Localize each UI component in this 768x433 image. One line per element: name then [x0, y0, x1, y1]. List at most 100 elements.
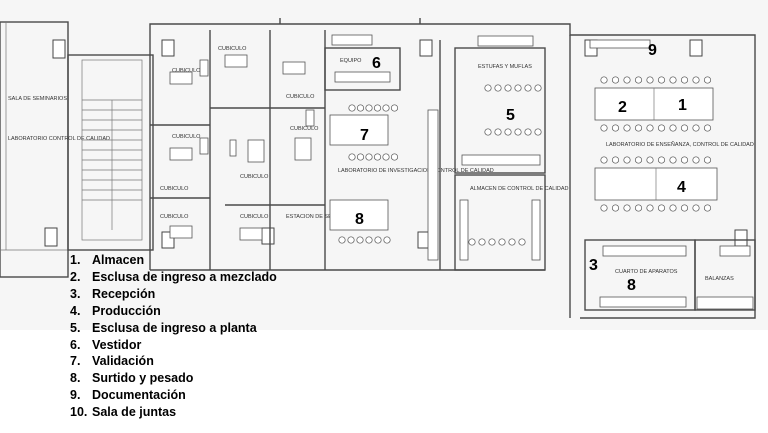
stool-icon [347, 236, 355, 244]
stool-icon [338, 236, 346, 244]
stool-icon [611, 124, 620, 132]
legend-number: 8. [70, 371, 81, 386]
stool-icon [484, 128, 492, 136]
cubicle-label-5: CUBICULO [290, 126, 319, 132]
marker-7: 7 [360, 127, 369, 144]
research-lab-label: LABORATORIO DE INVESTIGACION CONTROL DE … [338, 168, 494, 174]
staircase [67, 54, 154, 251]
legend-item: 3. Recepción [70, 286, 277, 303]
legend-label: Almacen [92, 253, 145, 267]
stool-icon [514, 84, 522, 92]
stool-icon [365, 104, 373, 112]
stool-icon [703, 76, 712, 84]
stool-icon [692, 204, 700, 212]
stool-icon [383, 236, 391, 244]
stool-icon [611, 156, 620, 164]
legend-label: Recepción [92, 286, 156, 301]
stool-icon [623, 76, 631, 84]
legend-item: 5.Esclusa de ingreso a planta [70, 320, 277, 337]
cubicle-label-7: CUBICULO [160, 186, 189, 192]
legend-number: 3. [70, 286, 81, 301]
legend-label: Producción [92, 303, 161, 318]
legend-item: 9.Documentación [70, 387, 277, 404]
marker-3: 3 [589, 257, 598, 274]
stool-icon [611, 76, 620, 84]
marker-8-a: 8 [355, 211, 364, 228]
stool-icon [373, 153, 382, 161]
legend-number: 4. [70, 303, 81, 318]
marker-9: 9 [648, 42, 657, 59]
stool-icon [646, 156, 654, 164]
legend-label: Validación [92, 354, 154, 369]
legend-label: Vestidor [92, 337, 142, 352]
stool-icon [518, 238, 526, 246]
stool-icon [692, 124, 700, 132]
stool-icon [504, 128, 512, 136]
stool-icon [703, 156, 712, 164]
marker-2: 2 [618, 99, 627, 116]
legend-item: 4. Producción [70, 303, 277, 320]
balanzas-label: BALANZAS [705, 276, 734, 282]
stool-icon [646, 204, 654, 212]
stool-icon [634, 156, 643, 164]
stool-icon [382, 153, 390, 161]
stool-icon [680, 124, 689, 132]
almacen-cc-label: ALMACEN DE CONTROL DE CALIDAD [470, 186, 569, 192]
equipo-label: EQUIPO [340, 58, 362, 64]
stool-icon [504, 84, 512, 92]
stool-icon [634, 204, 643, 212]
stool-icon [623, 124, 631, 132]
stool-icon [348, 153, 356, 161]
stool-icon [382, 104, 390, 112]
stool-icon [669, 204, 677, 212]
estufas-label: ESTUFAS Y MUFLAS [478, 64, 532, 70]
cubicles: CUBICULO CUBICULO CUBICULO CUBICULO CUBI… [150, 30, 351, 270]
teaching-lab: LABORATORIO DE ENSEÑANZA, CONTROL DE CAL… [569, 35, 754, 318]
cuarto-aparatos-label: CUARTO DE APARATOS [615, 269, 678, 275]
stool-icon [488, 238, 496, 246]
stool-icon [484, 84, 492, 92]
legend-number: 9. [70, 388, 81, 403]
marker-6: 6 [372, 55, 381, 72]
stool-icon [703, 204, 712, 212]
stool-icon [374, 236, 382, 244]
stool-icon [373, 104, 382, 112]
legend-number: 7. [70, 354, 81, 369]
stool-icon [478, 238, 486, 246]
legend-list: 1. Almacen 2. Esclusa de ingreso a mezclado… [70, 252, 277, 421]
stool-icon [623, 156, 631, 164]
teaching-lab-label: LABORATORIO DE ENSEÑANZA, CONTROL DE CAL… [606, 141, 754, 148]
stool-icon [703, 124, 712, 132]
stool-icon [534, 84, 542, 92]
cubicle-label-1: CUBICULO [218, 46, 247, 52]
stool-icon [646, 76, 654, 84]
legend-item: 6. Vestidor [70, 337, 277, 354]
legend-number: 6. [70, 337, 81, 352]
stool-icon [669, 76, 677, 84]
stool-icon [365, 153, 373, 161]
plan-blank [560, 330, 768, 433]
lab-calidad-label: LABORATORIO CONTROL DE CALIDAD [8, 136, 110, 142]
legend-number: 2. [70, 269, 81, 284]
service-station-label: ESTACION DE SERVICIO [286, 214, 351, 220]
legend-label: Esclusa de ingreso a mezclado [92, 269, 277, 284]
stool-icon [680, 76, 689, 84]
stool-icon [680, 204, 689, 212]
stool-icon [600, 124, 608, 132]
stool-icon [494, 84, 502, 92]
stool-icon [600, 204, 608, 212]
stool-icon [514, 128, 522, 136]
stool-icon [365, 236, 373, 244]
legend-label: Esclusa de ingreso a planta [92, 320, 257, 335]
cubicle-label-3: CUBICULO [286, 94, 315, 100]
stool-icon [611, 204, 620, 212]
oven-room: ESTUFAS Y MUFLAS ALMACEN DE CONTROL DE C… [454, 35, 569, 271]
stool-icon [657, 76, 666, 84]
legend-number: 1. [70, 253, 81, 267]
cubicle-label-8: CUBICULO [240, 214, 269, 220]
stool-icon [646, 124, 654, 132]
stool-icon [356, 153, 365, 161]
stool-icon [692, 156, 700, 164]
room-markers: 1 2 3 4 5 6 7 8 8 9 [355, 42, 687, 294]
